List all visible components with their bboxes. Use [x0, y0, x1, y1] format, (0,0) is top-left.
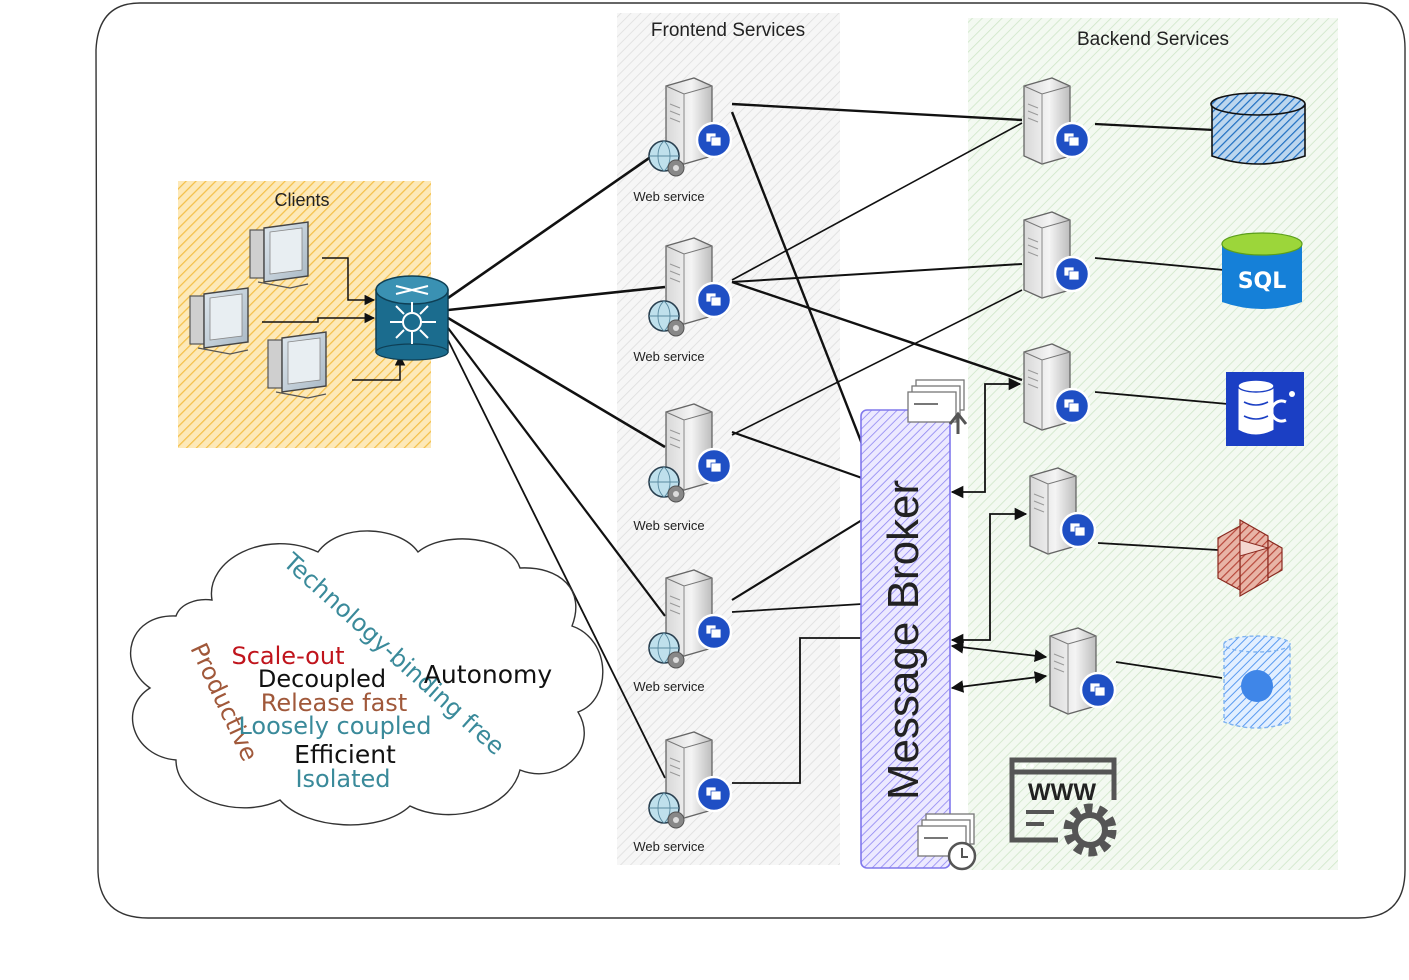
www-label: WWW — [1028, 779, 1096, 806]
word-scale-out: Scale-out — [232, 642, 345, 670]
web-service-2: Web service — [633, 236, 733, 364]
web-service-3: Web service — [633, 402, 733, 533]
clients-title: Clients — [274, 190, 329, 210]
word-loosely-coupled: Loosely coupled — [238, 712, 431, 740]
sql-label: SQL — [1238, 269, 1287, 294]
message-broker-label: Message Broker — [879, 480, 928, 800]
message-broker: Message Broker — [860, 409, 951, 869]
broker-arrows — [950, 377, 1048, 693]
web-service-label: Web service — [633, 679, 704, 694]
service-connections — [730, 102, 1229, 784]
outer-frame — [95, 2, 1406, 919]
web-service-5: Web service — [633, 730, 733, 854]
word-isolated: Isolated — [295, 765, 390, 793]
router-connections — [447, 145, 666, 779]
backend-title: Backend Services — [1077, 29, 1229, 50]
queue-timer-icon — [917, 813, 977, 871]
word-decoupled: Decoupled — [258, 665, 386, 693]
web-service-label: Web service — [633, 518, 704, 533]
sql-database-icon: SQL — [1221, 232, 1303, 309]
word-efficient: Efficient — [294, 740, 396, 769]
web-service-1: Web service — [633, 76, 733, 204]
queue-upload-icon — [907, 379, 968, 434]
storage-bucket-icon — [1217, 518, 1283, 598]
web-service-4: Web service — [633, 568, 733, 694]
cosmos-db-icon — [1226, 372, 1304, 446]
web-service-label: Web service — [633, 349, 704, 364]
word-release-fast: Release fast — [261, 689, 407, 717]
benefits-cloud — [130, 530, 604, 826]
web-service-label: Web service — [633, 839, 704, 854]
database-cylinder-icon — [1210, 92, 1306, 165]
cache-database-icon — [1223, 635, 1291, 729]
web-service-label: Web service — [633, 189, 704, 204]
website-settings-icon: WWW — [1009, 757, 1117, 857]
router-icon — [375, 275, 449, 361]
word-autonomy: Autonomy — [424, 660, 553, 689]
client-arrows — [262, 257, 406, 381]
frontend-title: Frontend Services — [651, 20, 805, 41]
